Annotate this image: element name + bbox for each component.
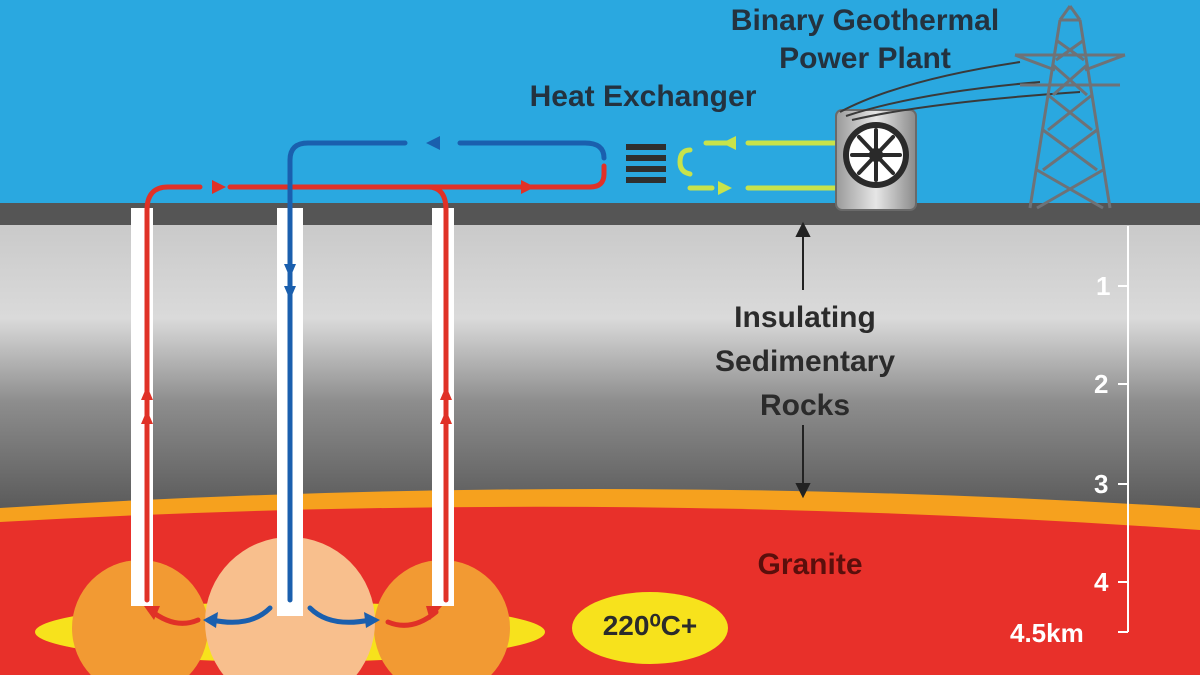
hot-fluid-pipe — [144, 163, 607, 603]
depth-scale-axis — [1118, 226, 1129, 633]
depth-tick-4: 4 — [1094, 567, 1109, 597]
production-well-right-casing — [432, 208, 454, 606]
turbine-fan-icon — [850, 128, 902, 182]
temperature-label: 220⁰C+ — [602, 610, 698, 641]
sedimentary-rock-layer — [0, 210, 1200, 520]
power-plant-title-line2: Power Plant — [779, 42, 951, 75]
thickness-arrow — [795, 221, 811, 499]
rocks-label-line1: Insulating — [734, 301, 876, 334]
production-well-left-casing — [131, 208, 153, 606]
depth-tick-3: 3 — [1094, 469, 1109, 499]
pylon-icon — [1014, 5, 1126, 210]
fracture-zone-left — [72, 560, 208, 675]
depth-tick-2: 2 — [1094, 369, 1109, 399]
ground-surface — [0, 203, 1200, 225]
rocks-label-line2: Sedimentary — [714, 345, 896, 378]
power-lines — [839, 61, 1081, 121]
binary-arrow-right — [718, 181, 732, 195]
depth-tick-1: 1 — [1096, 271, 1111, 301]
binary-arrow-left — [722, 136, 736, 150]
power-plant-title: Binary Geothermal Power Plant — [690, 2, 1040, 78]
power-plant-title-line1: Binary Geothermal — [730, 4, 1000, 37]
granite-label: Granite — [757, 548, 863, 581]
fracture-zone-right — [374, 560, 510, 675]
heat-exchanger-icon — [626, 144, 666, 183]
heat-exchanger-label: Heat Exchanger — [529, 80, 757, 113]
fracture-flow-arrows — [144, 605, 442, 628]
temperature-ellipse — [572, 592, 728, 664]
sky — [0, 0, 1200, 205]
flow-arrows — [141, 136, 535, 424]
insulating-rocks-label: Insulating Sedimentary Rocks — [660, 296, 950, 428]
cold-fluid-pipe — [287, 140, 607, 603]
rocks-label-line3: Rocks — [759, 389, 851, 422]
depth-bottom-label: 4.5km — [1010, 618, 1084, 648]
